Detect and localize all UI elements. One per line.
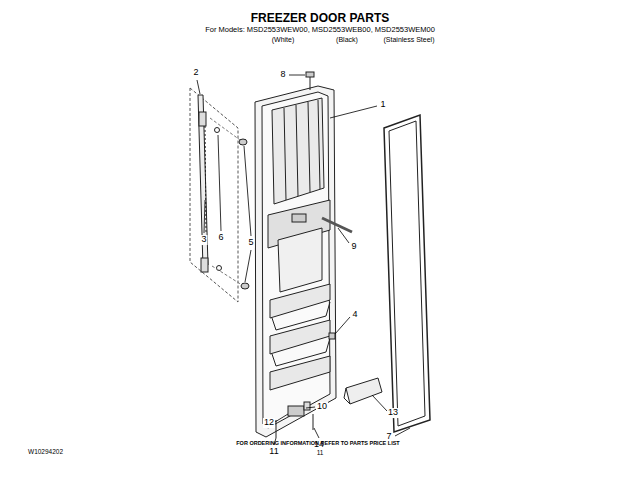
callout-number: 8: [279, 70, 286, 80]
document-number: W10294202: [28, 448, 63, 455]
model-list: For Models: MSD2553WEW00, MSD2553WEB00, …: [205, 26, 435, 34]
callout-number: 1: [379, 100, 386, 110]
callout-number: 6: [217, 233, 224, 243]
callout-number: 9: [350, 242, 357, 252]
color-note: (White): [272, 36, 295, 44]
callout-number: 10: [316, 402, 328, 412]
callout-number: 3: [200, 235, 207, 245]
callout-number: 13: [387, 408, 399, 418]
color-note: (Black): [336, 36, 358, 44]
callout-number: 4: [351, 310, 358, 320]
color-note: (Stainless Steel): [384, 36, 435, 44]
page-number: 11: [317, 449, 324, 456]
callout-number: 11: [268, 447, 279, 457]
callout-number: 12: [263, 418, 275, 428]
callout-number: 2: [192, 68, 199, 78]
diagram-title: FREEZER DOOR PARTS: [251, 12, 389, 25]
ordering-note: FOR ORDERING INFORMATION REFER TO PARTS …: [236, 440, 399, 446]
callout-number: 5: [247, 238, 254, 248]
